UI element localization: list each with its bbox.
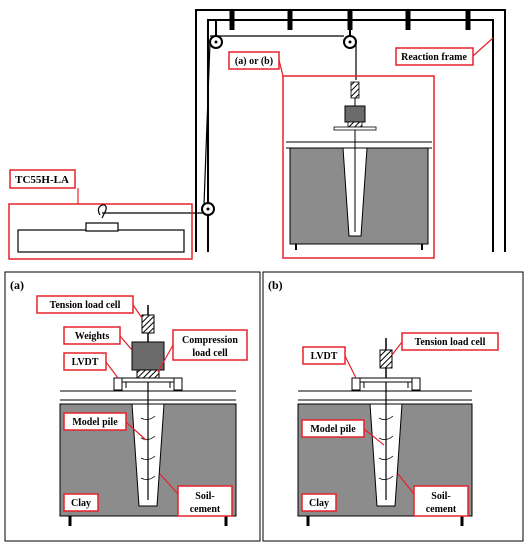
cable	[102, 35, 357, 214]
a-tension-label: Tension load cell	[36, 295, 143, 319]
svg-text:Model pile: Model pile	[72, 417, 118, 428]
actuator	[17, 204, 185, 253]
a-lvdt-label: LVDT	[63, 352, 119, 379]
svg-text:load cell: load cell	[192, 348, 227, 359]
svg-text:Tension load cell: Tension load cell	[50, 300, 121, 311]
svg-text:cement: cement	[190, 504, 221, 515]
svg-text:Soil-: Soil-	[195, 491, 214, 502]
label-a-or-b-text: (a) or (b)	[235, 56, 273, 67]
b-lvdt-label: LVDT	[302, 346, 357, 379]
svg-text:cement: cement	[426, 504, 457, 515]
ab-red-frame	[282, 75, 435, 259]
a-clay-label: Clay	[63, 493, 99, 512]
panel-b-border	[262, 271, 524, 542]
svg-text:Compression: Compression	[182, 335, 238, 346]
svg-text:Soil-: Soil-	[431, 491, 450, 502]
label-reaction-frame-text: Reaction frame	[401, 52, 467, 63]
svg-text:LVDT: LVDT	[72, 357, 99, 368]
weights-block	[131, 341, 165, 371]
b-model-pile-label: Model pile	[301, 419, 385, 446]
a-model-pile-label: Model pile	[63, 412, 147, 441]
label-tc55h-text: TC55H-LA	[15, 174, 69, 186]
b-tension-label: Tension load cell	[391, 332, 499, 356]
panel-b-tag: (b)	[268, 278, 283, 292]
panel-a-border	[4, 271, 261, 542]
b-soil-cement-label: Soil- cement	[397, 473, 469, 517]
svg-text:Clay: Clay	[309, 498, 329, 509]
label-reaction-frame: Reaction frame	[395, 37, 494, 66]
svg-text:LVDT: LVDT	[311, 351, 338, 362]
a-compression-label: Compression load cell	[157, 329, 248, 373]
svg-text:Model pile: Model pile	[310, 424, 356, 435]
b-clay-label: Clay	[301, 493, 337, 512]
svg-text:Weights: Weights	[75, 331, 110, 342]
svg-text:Tension load cell: Tension load cell	[415, 337, 486, 348]
label-a-or-b: (a) or (b)	[228, 51, 284, 77]
tc55h-red-frame	[8, 203, 193, 260]
pulley-right	[343, 20, 357, 49]
a-weights-label: Weights	[63, 326, 133, 351]
pulley-bottom	[201, 202, 215, 216]
mini-setup	[286, 81, 432, 250]
panel-a-tag: (a)	[10, 278, 24, 292]
label-tc55h: TC55H-LA	[9, 169, 79, 204]
pulley-left	[209, 20, 223, 49]
svg-text:Clay: Clay	[71, 498, 91, 509]
a-soil-cement-label: Soil- cement	[159, 473, 233, 517]
